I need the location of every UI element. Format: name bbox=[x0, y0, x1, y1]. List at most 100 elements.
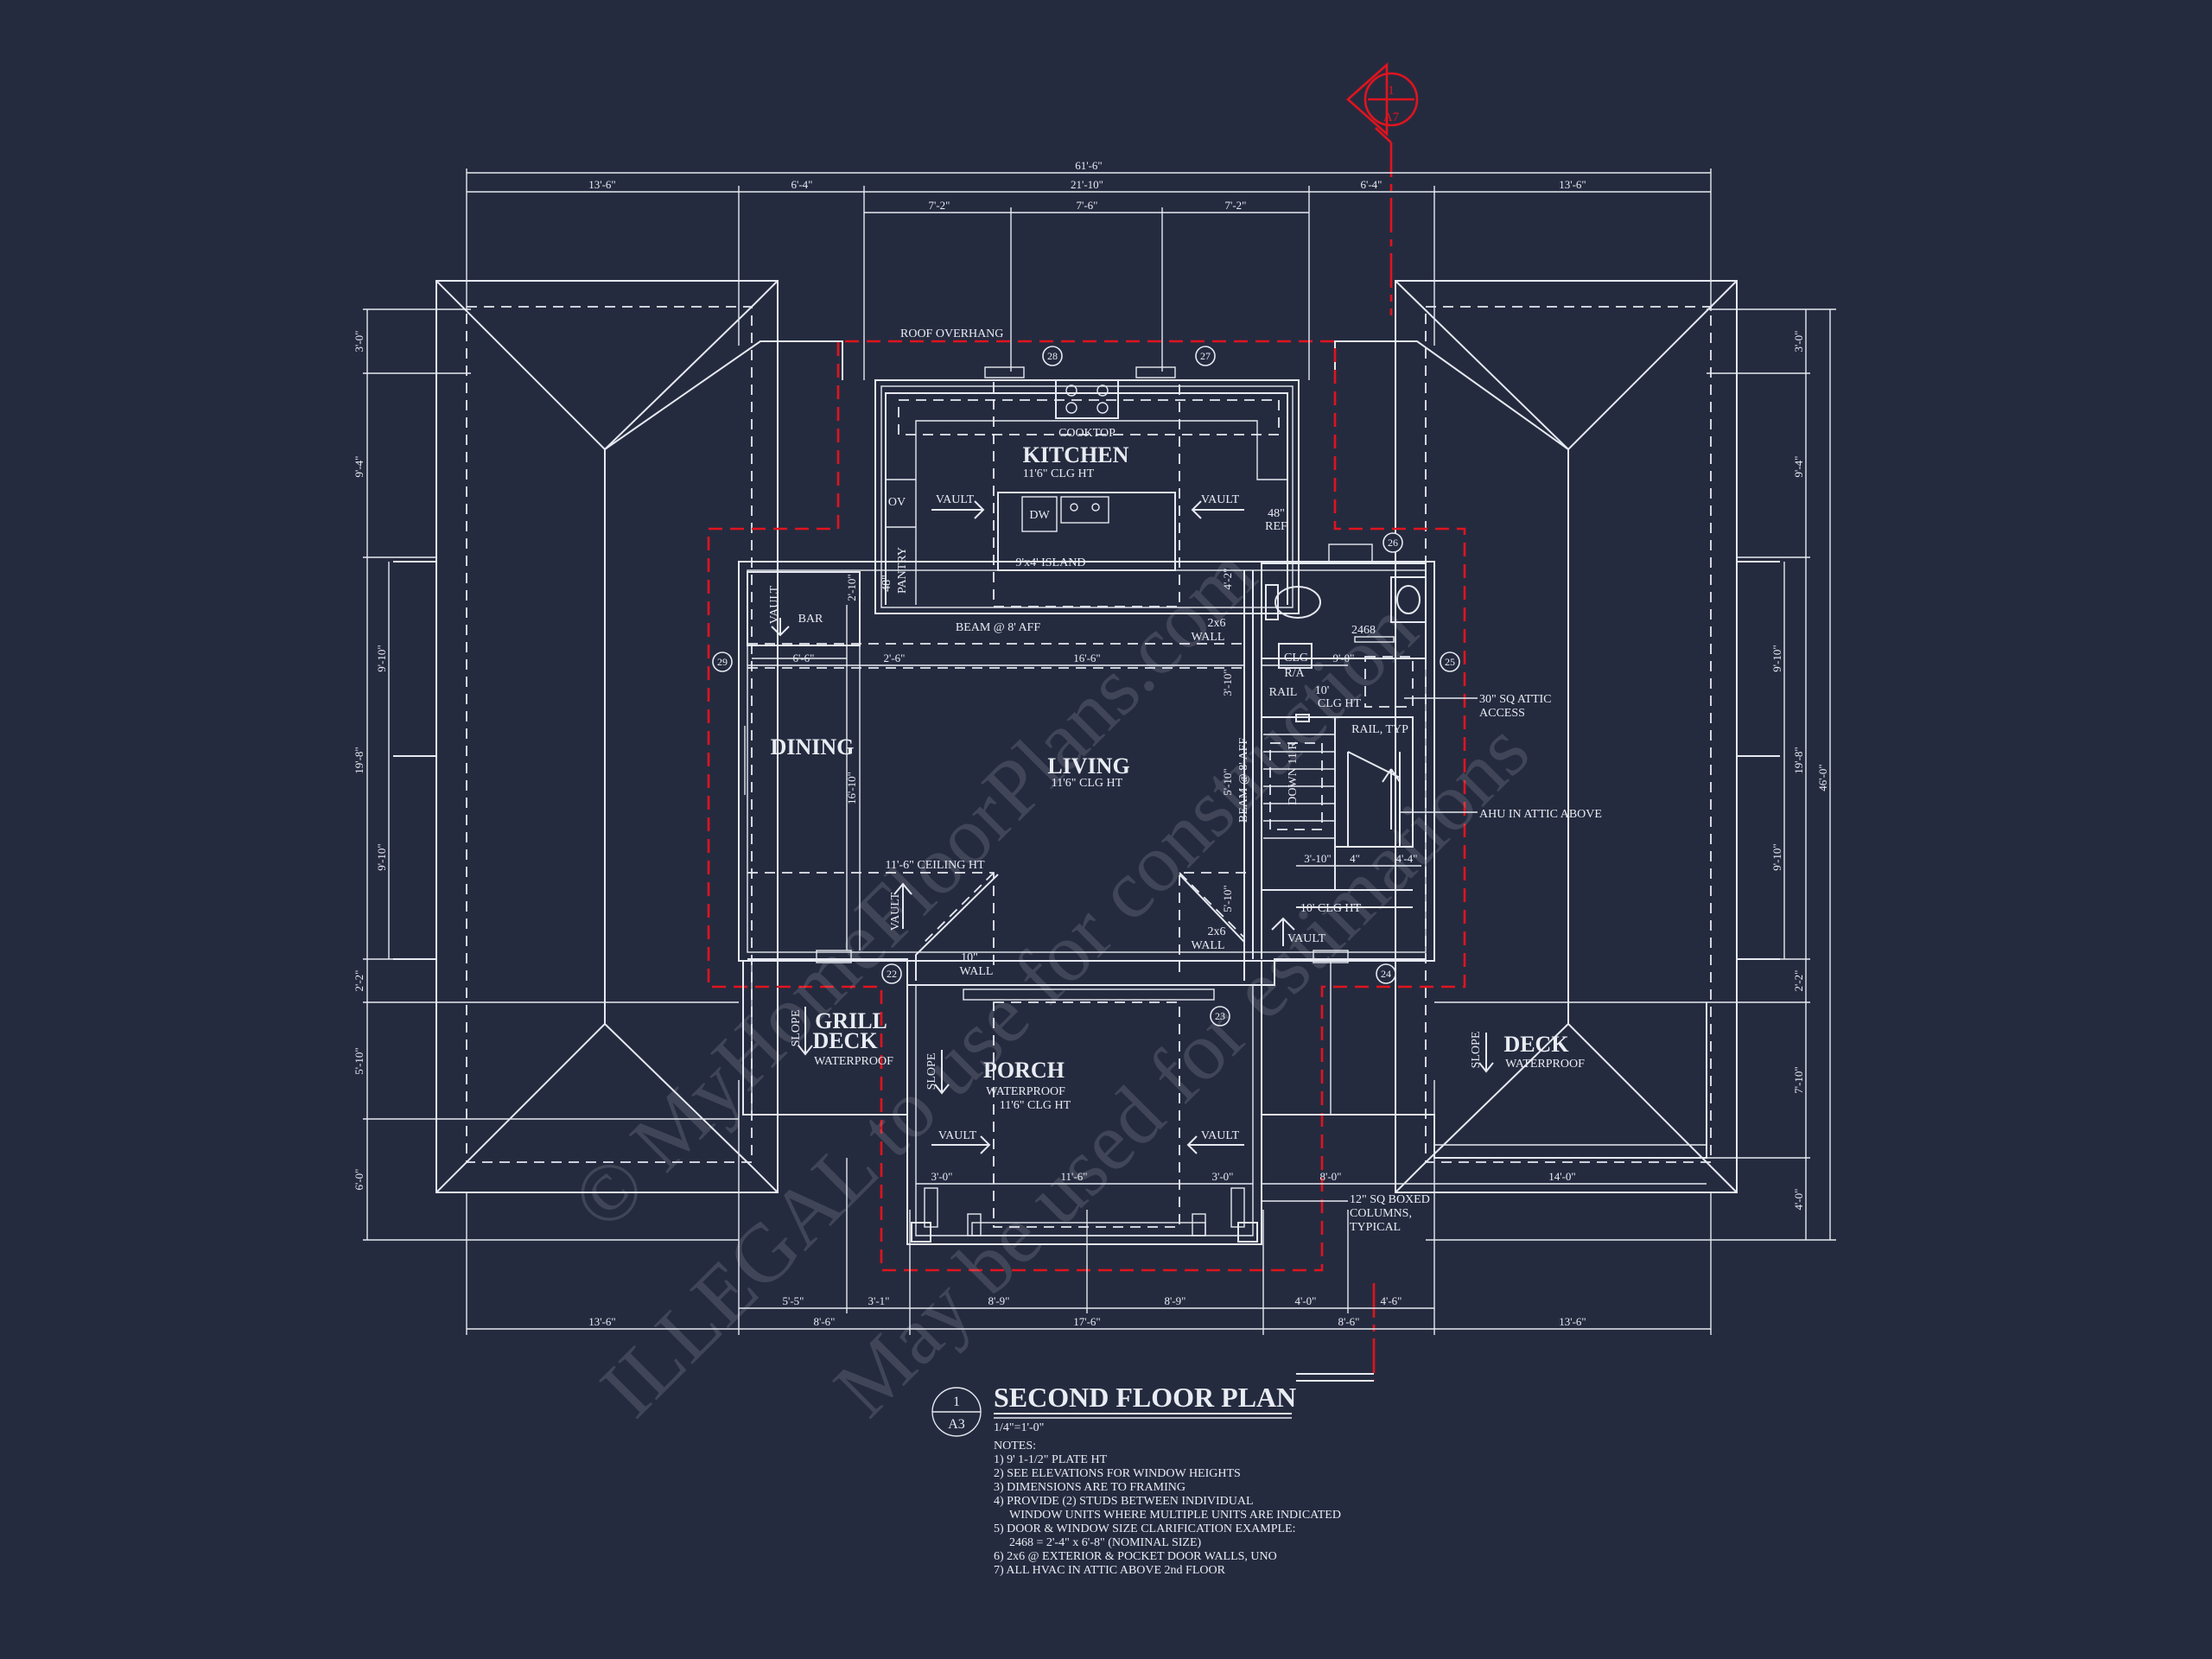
dim-right-9-10-lower: 9'-10" bbox=[1770, 843, 1783, 870]
wall-2x6-living-label: 2x6 bbox=[1208, 925, 1226, 938]
room-living: LIVING bbox=[1047, 753, 1129, 779]
section-marker-sheet: A7 bbox=[1383, 111, 1400, 124]
dim-int-3-10-stair: 3'-10" bbox=[1304, 852, 1331, 865]
clg-10-ht-label: 10' CLG HT bbox=[1300, 902, 1362, 915]
note-4-cont: WINDOW UNITS WHERE MULTIPLE UNITS ARE IN… bbox=[1009, 1509, 1341, 1522]
cooktop-label: COOKTOP bbox=[1058, 427, 1116, 440]
deck-waterproof: WATERPROOF bbox=[1505, 1058, 1585, 1071]
slope-label-grill: SLOPE bbox=[790, 1010, 803, 1047]
dim-left-9-4: 9'-4" bbox=[353, 456, 365, 478]
annotation-labels: ROOF OVERHANG COOKTOP OV PANTRY 48" DW 9… bbox=[768, 327, 1602, 1234]
building-walls bbox=[738, 366, 1435, 1001]
dim-bottom-3-1: 3'-1" bbox=[868, 1294, 890, 1307]
columns-label-3: TYPICAL bbox=[1350, 1221, 1401, 1234]
right-dimensions: 3'-0" 9'-4" 9'-10" 19'-8" 46'-0" 9'-10" … bbox=[1426, 308, 1836, 1241]
dim-porch-14-0: 14'-0" bbox=[1548, 1170, 1575, 1183]
window-tag-29: 29 bbox=[712, 652, 733, 672]
notes-list: NOTES: 1) 9' 1-1/2" PLATE HT 2) SEE ELEV… bbox=[994, 1440, 1341, 1577]
dim-left-9-10-lower: 9'-10" bbox=[375, 843, 388, 870]
title-ref-sheet: A3 bbox=[948, 1417, 965, 1432]
dim-top-21-10: 21'-10" bbox=[1071, 178, 1103, 191]
dim-bottom-5-5: 5'-5" bbox=[783, 1294, 804, 1307]
window-tag-26: 26 bbox=[1382, 532, 1403, 553]
roof-overhang-line bbox=[707, 340, 1466, 1272]
drawing-title: SECOND FLOOR PLAN bbox=[994, 1382, 1296, 1413]
interior-dimensions: 6'-6" 2'-6" 16'-6" 9'-0" 3'-10" 4" 4'-4"… bbox=[747, 569, 1707, 1185]
dim-right-9-4: 9'-4" bbox=[1792, 456, 1805, 478]
vault-label-kitchen-left: VAULT bbox=[936, 493, 975, 506]
dim-bottom-4-0: 4'-0" bbox=[1295, 1294, 1317, 1307]
vault-label-living-left: VAULT bbox=[889, 892, 902, 931]
dim-int-4: 4" bbox=[1350, 852, 1360, 865]
title-ref-number: 1 bbox=[953, 1395, 960, 1409]
dim-right-46-0: 46'-0" bbox=[1816, 764, 1829, 791]
dim-top-13-6-left: 13'-6" bbox=[588, 178, 615, 191]
vault-label-kitchen-right: VAULT bbox=[1201, 493, 1240, 506]
svg-text:22: 22 bbox=[887, 968, 897, 980]
window-tag-27: 27 bbox=[1195, 346, 1216, 366]
clg-10-label-1: 10' bbox=[1315, 684, 1330, 697]
dim-int-3-10-vert: 3'-10" bbox=[1221, 669, 1234, 696]
dim-porch-3-0-right: 3'-0" bbox=[1212, 1170, 1234, 1183]
porch-ceiling-height: 11'6" CLG HT bbox=[1000, 1099, 1071, 1112]
dim-int-2-6: 2'-6" bbox=[884, 652, 906, 664]
room-grill-deck-1: GRILL bbox=[815, 1008, 887, 1033]
columns-label-1: 12" SQ BOXED bbox=[1350, 1193, 1430, 1206]
window-tag-23: 23 bbox=[1210, 1006, 1230, 1027]
note-5-cont: 2468 = 2'-4" x 6'-8" (NOMINAL SIZE) bbox=[1009, 1536, 1201, 1549]
dim-top-7-2-left: 7'-2" bbox=[929, 199, 950, 212]
svg-text:24: 24 bbox=[1381, 968, 1391, 980]
svg-text:26: 26 bbox=[1388, 537, 1398, 549]
note-7: 7) ALL HVAC IN ATTIC ABOVE 2nd FLOOR bbox=[994, 1564, 1226, 1577]
dim-left-6-0: 6'-0" bbox=[353, 1169, 365, 1191]
dishwasher-label: DW bbox=[1029, 509, 1050, 522]
beam-label: BEAM @ 8' AFF bbox=[956, 621, 1040, 634]
note-2: 2) SEE ELEVATIONS FOR WINDOW HEIGHTS bbox=[994, 1467, 1241, 1480]
svg-text:28: 28 bbox=[1047, 350, 1058, 362]
dim-left-19-8: 19'-8" bbox=[353, 747, 365, 773]
dim-left-5-10: 5'-10" bbox=[353, 1047, 365, 1074]
clg-10-label-2: CLG HT bbox=[1318, 697, 1362, 710]
rail-typ-label: RAIL, TYP bbox=[1351, 723, 1408, 736]
dim-int-16-10: 16'-10" bbox=[845, 772, 858, 804]
wall-2x6-label: 2x6 bbox=[1208, 617, 1226, 630]
door-2468-label: 2468 bbox=[1351, 624, 1376, 637]
vault-label-porch-left: VAULT bbox=[938, 1129, 977, 1142]
dim-right-2-2: 2'-2" bbox=[1792, 970, 1805, 992]
window-tag-28: 28 bbox=[1042, 346, 1063, 366]
section-cut-bottom bbox=[1296, 1283, 1376, 1382]
rail-label: RAIL bbox=[1269, 686, 1298, 699]
dim-right-9-10-upper: 9'-10" bbox=[1770, 645, 1783, 671]
dim-bottom-8-6-left: 8'-6" bbox=[814, 1315, 836, 1328]
dim-right-19-8: 19'-8" bbox=[1792, 747, 1805, 773]
attic-access-label-1: 30" SQ ATTIC bbox=[1479, 693, 1552, 706]
dim-int-2-10: 2'-10" bbox=[845, 574, 858, 601]
columns-label-2: COLUMNS, bbox=[1350, 1207, 1412, 1220]
dim-int-4-2: 4'-2" bbox=[1221, 569, 1234, 590]
vault-label-stair: VAULT bbox=[1287, 932, 1326, 945]
room-dining: DINING bbox=[771, 734, 855, 760]
dim-int-9-0: 9'-0" bbox=[1333, 652, 1355, 664]
dim-left-2-2: 2'-2" bbox=[353, 970, 365, 992]
room-kitchen: KITCHEN bbox=[1023, 442, 1129, 467]
bottom-dimensions: 5'-5" 3'-1" 8'-9" 8'-9" 4'-0" 4'-6" 13'-… bbox=[466, 1080, 1712, 1335]
note-3: 3) DIMENSIONS ARE TO FRAMING bbox=[994, 1481, 1185, 1494]
svg-text:27: 27 bbox=[1200, 350, 1211, 362]
dim-top-6-4-right: 6'-4" bbox=[1361, 178, 1382, 191]
dim-int-5-10-upper: 5'-10" bbox=[1221, 768, 1234, 795]
oven-label: OV bbox=[888, 496, 906, 509]
stair-down-label: DOWN 11 R bbox=[1287, 741, 1300, 805]
dim-bottom-8-9-left: 8'-9" bbox=[988, 1294, 1010, 1307]
svg-text:29: 29 bbox=[717, 656, 728, 668]
ref-label-1: 48" bbox=[1268, 507, 1285, 520]
window-tag-25: 25 bbox=[1440, 652, 1460, 672]
wall-10-label-2: WALL bbox=[960, 965, 994, 978]
note-6: 6) 2x6 @ EXTERIOR & POCKET DOOR WALLS, U… bbox=[994, 1550, 1277, 1563]
vault-label-bar: VAULT bbox=[768, 585, 781, 624]
room-deck: DECK bbox=[1503, 1032, 1569, 1057]
dim-bottom-13-6-right: 13'-6" bbox=[1559, 1315, 1586, 1328]
slope-label-porch: SLOPE bbox=[925, 1053, 938, 1090]
dim-top-7-6: 7'-6" bbox=[1077, 199, 1098, 212]
room-porch: PORCH bbox=[983, 1058, 1065, 1083]
